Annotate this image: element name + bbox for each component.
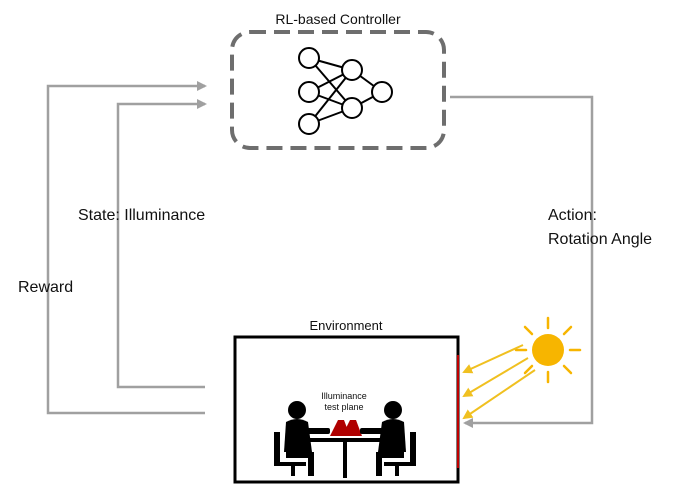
people-at-desk-icon: [274, 401, 416, 478]
action-arrow: [450, 95, 594, 428]
state-label: State: Illuminance: [78, 207, 205, 224]
reward-label: Reward: [18, 279, 73, 296]
state-arrow: [116, 99, 207, 389]
reward-arrow: [46, 81, 207, 415]
controller-box: [230, 30, 446, 150]
action-label-line1: Action:: [548, 207, 597, 224]
neural-network-icon: [298, 47, 393, 135]
action-label-line2: Rotation Angle: [548, 231, 652, 248]
controller-title: RL-based Controller: [275, 11, 401, 27]
sun-icon: [514, 316, 582, 384]
sun-rays: [462, 344, 536, 420]
test-plane-label-line2: test plane: [324, 402, 363, 412]
test-plane-label-line1: Illuminance: [321, 391, 367, 401]
environment-title: Environment: [310, 318, 383, 333]
